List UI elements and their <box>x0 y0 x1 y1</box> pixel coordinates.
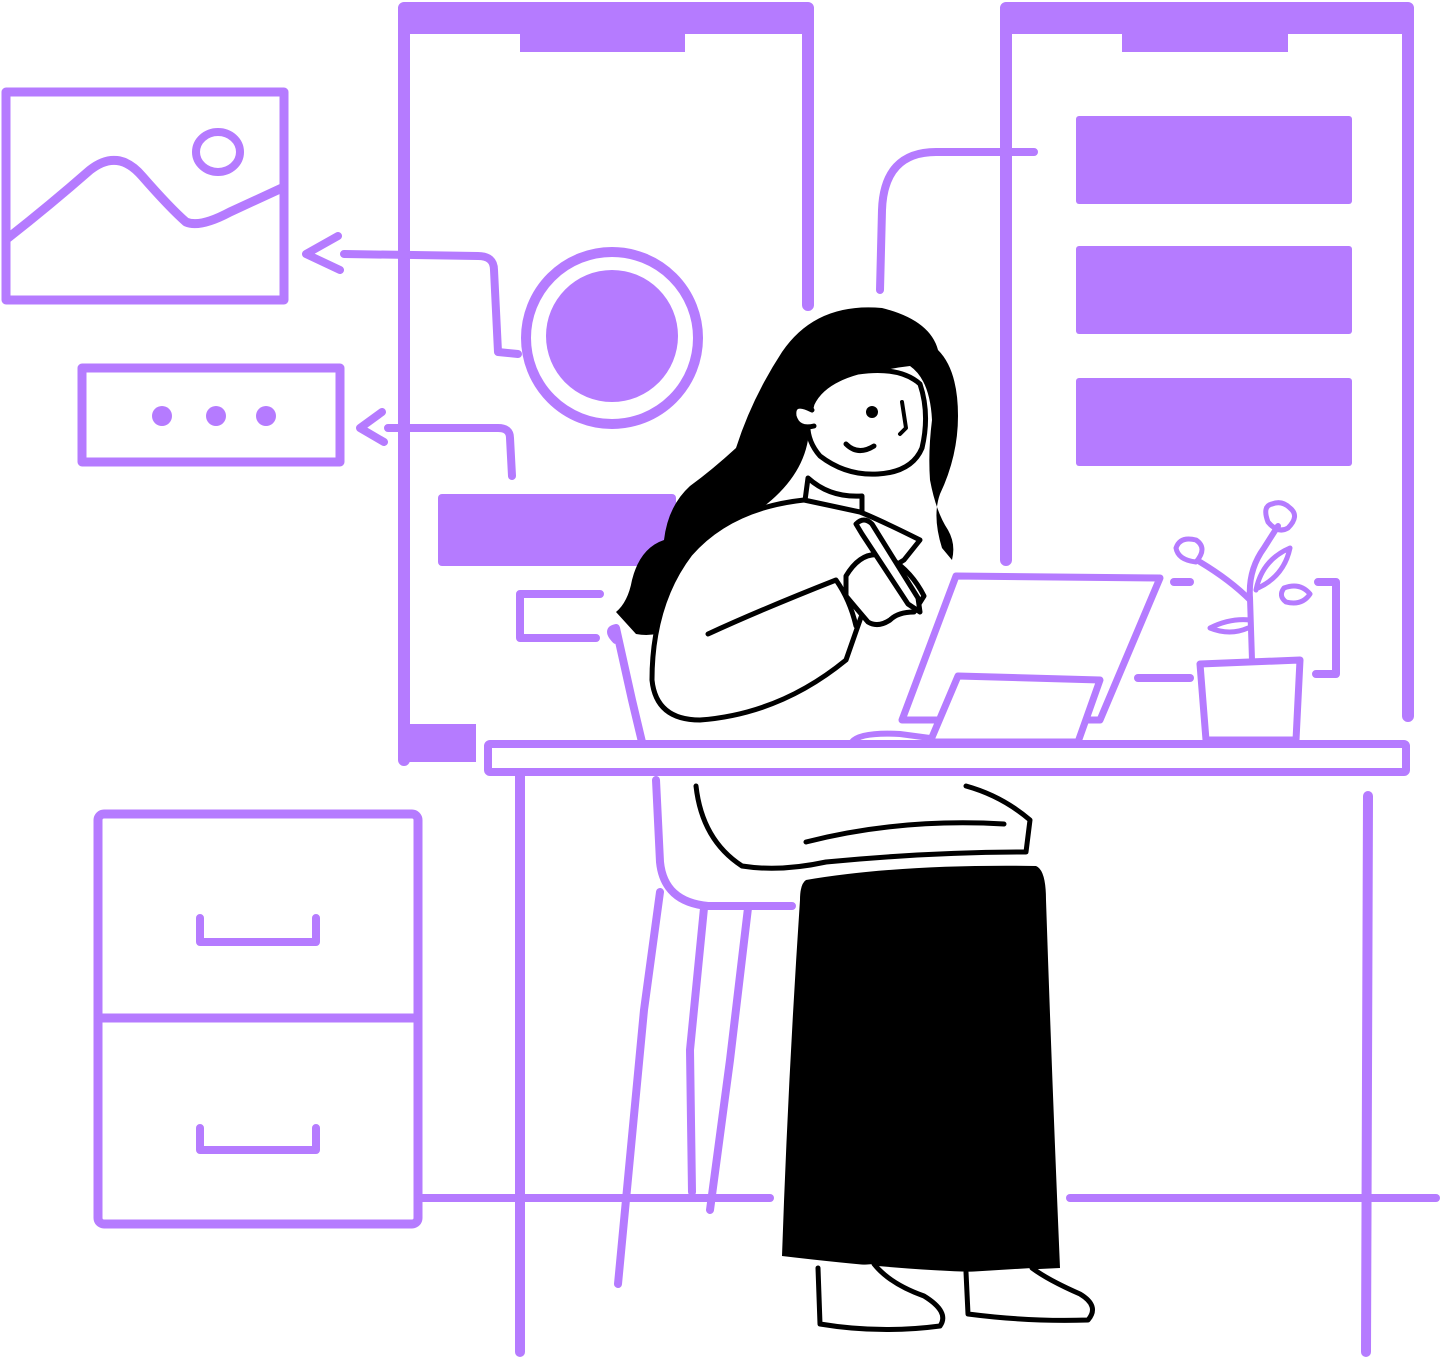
filing-cabinet <box>93 809 423 1229</box>
connector-line <box>876 148 1038 294</box>
wireframe-bar <box>438 494 676 566</box>
skirt <box>782 865 1060 1272</box>
plant-icon <box>1173 500 1313 744</box>
connector-line <box>384 424 516 480</box>
sweater <box>649 497 923 723</box>
drawer-handle-icon <box>196 914 320 946</box>
woman-figure <box>616 307 1164 1333</box>
arrow-left-icon <box>302 232 344 274</box>
pen-icon <box>853 517 923 615</box>
wireframe-phone-right <box>876 2 1414 722</box>
image-placeholder-icon <box>1 87 289 305</box>
wireframe-input-outline <box>516 590 604 642</box>
chair <box>607 624 796 1288</box>
list-bar <box>1076 246 1352 334</box>
list-bar <box>1076 116 1352 204</box>
right-foot <box>963 1265 1095 1323</box>
drawer-handle-icon <box>196 1124 320 1154</box>
left-foot <box>815 1261 946 1333</box>
wireframe-phone-left <box>302 2 814 766</box>
avatar-placeholder-icon <box>521 247 703 429</box>
desk <box>484 740 1410 1357</box>
list-bar <box>1076 378 1352 466</box>
more-dots-icon <box>77 363 345 467</box>
lap <box>693 783 1033 871</box>
arrow-left-icon <box>356 408 388 446</box>
face <box>805 368 929 477</box>
bracket-line <box>1312 578 1340 678</box>
connector-line <box>340 250 522 358</box>
